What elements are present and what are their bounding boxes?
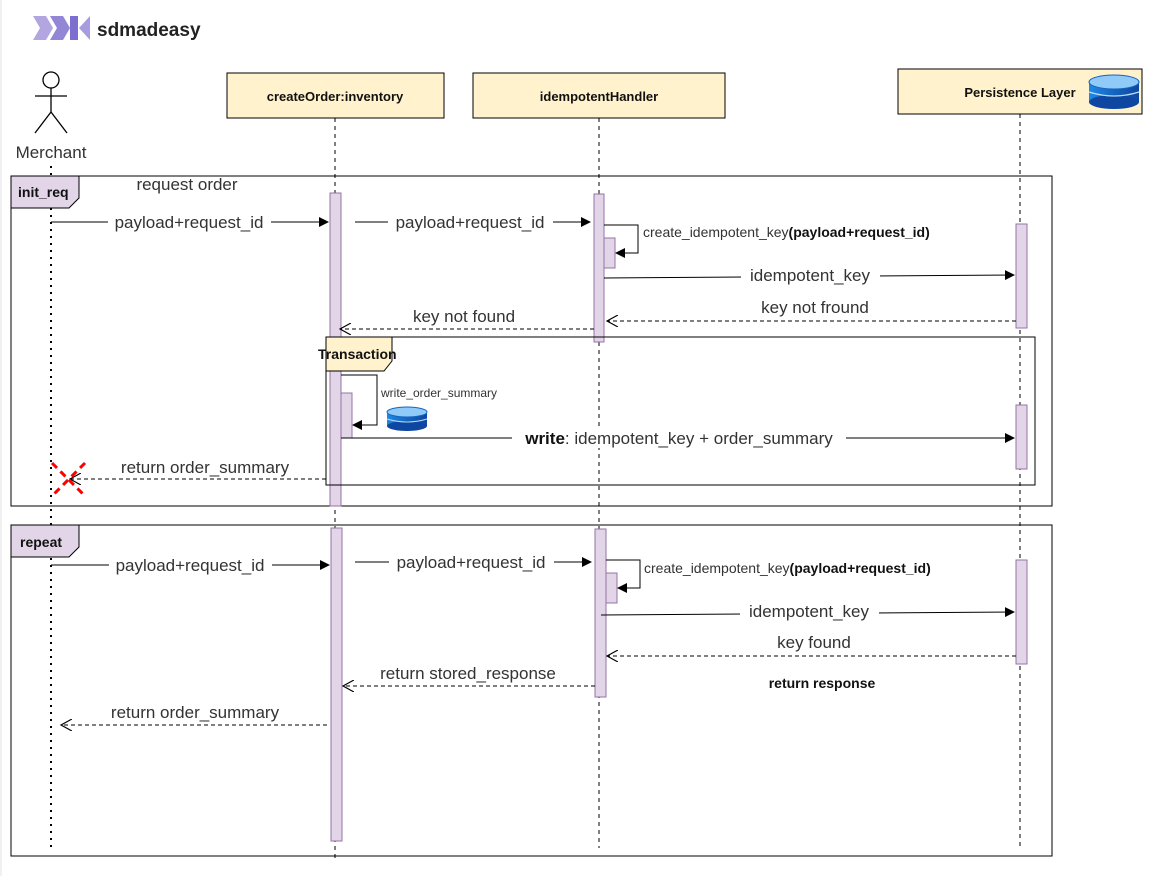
participant-idempotenthandler: idempotentHandler	[472, 72, 726, 119]
message-label: write_order_summary	[380, 386, 497, 400]
message-repeat-payload-1: payload+request_id	[51, 555, 330, 575]
message-label: return stored_response	[380, 664, 556, 683]
svg-text:create_idempotent_key(payload+: create_idempotent_key(payload+request_id…	[643, 224, 930, 240]
participant-label: Persistence Layer	[964, 85, 1075, 100]
message-repeat-return-order-summary: return order_summary	[61, 703, 327, 725]
message-init-payload-2: payload+request_id	[355, 212, 591, 232]
message-write-key-summary: write: idempotent_key + order_summary	[341, 428, 1015, 448]
message-repeat-idempotent-key: idempotent_key	[600, 601, 1015, 621]
participant-label: idempotentHandler	[540, 89, 658, 104]
message-label: key not found	[413, 307, 515, 326]
message-bold: write	[524, 429, 565, 448]
database-icon	[386, 406, 428, 431]
message-label: payload+request_id	[396, 213, 545, 232]
message-label: : idempotent_key + order_summary	[565, 429, 833, 448]
message-label: create_idempotent_key	[644, 560, 790, 576]
message-label: payload+request_id	[115, 213, 264, 232]
activation-createorder-repeat	[330, 527, 343, 842]
activation-persistence-2	[1015, 404, 1028, 470]
activation-handler	[593, 193, 605, 343]
stick-figure-icon	[34, 71, 68, 134]
frame-transaction: Transaction	[318, 336, 1036, 486]
message-label: return order_summary	[121, 458, 290, 477]
activation-persistence	[1015, 223, 1028, 329]
message-label: payload+request_id	[397, 553, 546, 572]
frame-label: init_req	[18, 184, 69, 200]
svg-text:write: idempotent_key + order_: write: idempotent_key + order_summary	[524, 429, 833, 448]
message-init-idempotent-key: idempotent_key	[603, 264, 1015, 285]
brand-logo: sdmadeasy	[33, 16, 201, 41]
message-init-key-not-found: key not found	[340, 307, 594, 329]
activation-persistence-repeat	[1015, 559, 1028, 665]
participant-createorder: createOrder:inventory	[226, 72, 445, 119]
actor-merchant: Merchant	[16, 71, 87, 162]
message-init-return-order-summary: return order_summary	[70, 458, 326, 479]
message-label: key not fround	[761, 298, 869, 317]
frame-repeat: repeat	[10, 524, 1053, 857]
message-write-order-summary: write_order_summary	[341, 374, 497, 431]
activation-createorder-nested	[340, 392, 353, 439]
frame-init-req: init_req	[10, 175, 1053, 507]
activation-handler-nested-repeat	[605, 572, 618, 604]
svg-text:create_idempotent_key(payload+: create_idempotent_key(payload+request_id…	[644, 560, 931, 576]
message-init-create-key: create_idempotent_key(payload+request_id…	[604, 224, 930, 258]
actor-name: Merchant	[16, 143, 87, 162]
activation-handler-repeat	[594, 528, 607, 698]
frame-label: Transaction	[318, 346, 397, 362]
frame-label: repeat	[20, 534, 62, 550]
message-label: key found	[777, 633, 851, 652]
message-args: (payload+request_id)	[790, 560, 931, 576]
activation-handler-nested	[603, 237, 616, 269]
message-init-key-not-fround: key not fround	[607, 298, 1016, 321]
message-label: payload+request_id	[116, 556, 265, 575]
message-label: create_idempotent_key	[643, 224, 789, 240]
message-repeat-return-stored: return stored_response	[343, 664, 595, 686]
note-return-response: return response	[769, 675, 876, 691]
message-init-payload-1: payload+request_id	[51, 212, 329, 232]
message-label: return order_summary	[111, 703, 280, 722]
participant-persistence-layer: Persistence Layer	[897, 68, 1143, 115]
database-icon	[1088, 74, 1140, 109]
message-label: idempotent_key	[750, 266, 871, 285]
message-label: idempotent_key	[749, 602, 870, 621]
message-args: (payload+request_id)	[789, 224, 930, 240]
message-repeat-key-found: key found	[607, 633, 1016, 656]
participant-label: createOrder:inventory	[267, 89, 404, 104]
note-request-order: request order	[136, 175, 237, 194]
message-repeat-payload-2: payload+request_id	[355, 552, 592, 572]
brand-name: sdmadeasy	[97, 20, 201, 41]
destroy-icon	[50, 461, 87, 498]
message-repeat-create-key: create_idempotent_key(payload+request_id…	[606, 559, 931, 593]
